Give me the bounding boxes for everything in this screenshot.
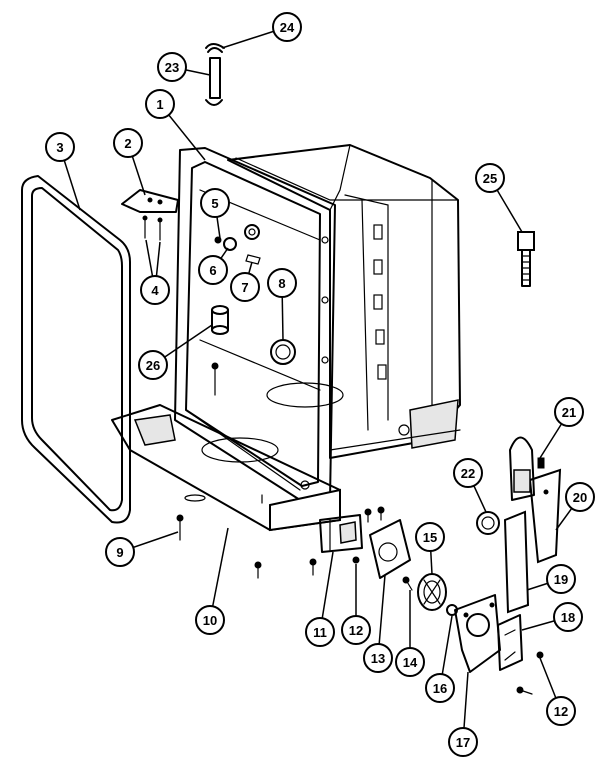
callout-label: 17	[456, 735, 470, 750]
hinge-bracket	[121, 189, 179, 213]
callout-label: 15	[423, 530, 437, 545]
switch-holder-20	[528, 468, 562, 564]
callout-12-right: 12	[539, 657, 576, 726]
door-gasket	[21, 175, 131, 524]
callout-25: 25	[475, 163, 523, 233]
callout-label: 4	[151, 283, 159, 298]
callout-label: 8	[278, 276, 285, 291]
callout-label: 16	[433, 681, 447, 696]
latch-21	[509, 436, 545, 501]
callout-label: 10	[203, 613, 217, 628]
callout-6: 6	[198, 247, 229, 285]
callout-label: 7	[241, 280, 248, 295]
callout-13: 13	[363, 574, 393, 673]
bracket-18	[497, 614, 523, 671]
callout-21: 21	[539, 397, 584, 459]
callout-label: 3	[56, 140, 63, 155]
callout-14: 14	[395, 590, 425, 677]
screws-4	[142, 215, 163, 241]
callout-24: 24	[221, 12, 302, 49]
callout-8: 8	[267, 268, 297, 341]
callout-4: 4	[140, 239, 170, 305]
ring-22	[476, 511, 500, 535]
tub-interior	[199, 339, 344, 463]
plate-17	[454, 594, 501, 673]
callout-label: 13	[371, 651, 385, 666]
screw-12-right	[516, 651, 544, 695]
tub-side-clips	[373, 224, 387, 380]
callout-label: 24	[280, 20, 295, 35]
bracket-11	[319, 514, 363, 553]
callout-label: 19	[554, 572, 568, 587]
callout-label: 9	[116, 545, 123, 560]
sleeve-19	[503, 510, 530, 614]
callout-label: 20	[573, 490, 587, 505]
grommet	[270, 339, 296, 365]
float-assembly	[211, 305, 229, 335]
callout-10: 10	[195, 527, 229, 635]
callout-19: 19	[526, 564, 576, 594]
callout-23: 23	[157, 52, 211, 82]
clamp-24	[205, 43, 225, 49]
callout-26: 26	[138, 324, 213, 380]
screw-9	[176, 514, 184, 541]
screw-12-left	[352, 556, 360, 564]
screws-top-motor	[364, 506, 385, 523]
callout-16: 16	[425, 615, 455, 703]
callout-label: 5	[211, 196, 218, 211]
housing-13	[369, 519, 411, 579]
callout-9: 9	[105, 531, 179, 567]
callout-label: 6	[209, 263, 216, 278]
callout-12-left: 12	[341, 564, 371, 645]
callout-18: 18	[521, 602, 583, 632]
callout-1: 1	[145, 89, 206, 161]
callout-label: 11	[313, 625, 327, 640]
callout-11: 11	[305, 551, 335, 647]
tub-body	[227, 144, 461, 459]
screws-under-base	[254, 558, 317, 579]
callout-22: 22	[453, 458, 487, 513]
callout-label: 18	[561, 610, 575, 625]
tub-base	[111, 404, 341, 532]
callout-label: 21	[562, 405, 576, 420]
callout-label: 12	[554, 704, 568, 719]
callout-label: 14	[403, 655, 418, 670]
callout-label: 25	[483, 171, 497, 186]
callout-15: 15	[415, 522, 445, 575]
callout-5: 5	[200, 188, 230, 239]
callout-label: 1	[156, 97, 163, 112]
callout-label: 2	[124, 136, 131, 151]
callout-label: 22	[461, 466, 475, 481]
impeller-15	[417, 573, 447, 611]
wash-arm-bearing-parts	[214, 224, 261, 265]
screw-14	[402, 576, 413, 591]
callout-20: 20	[555, 482, 595, 531]
callout-2: 2	[113, 128, 146, 196]
callout-label: 26	[146, 358, 160, 373]
callout-17: 17	[448, 671, 478, 757]
callout-label: 23	[165, 60, 179, 75]
callout-7: 7	[230, 261, 260, 302]
callout-label: 12	[349, 623, 363, 638]
hose-23	[205, 47, 223, 106]
callout-3: 3	[45, 132, 81, 211]
leveling-leg	[517, 231, 535, 287]
